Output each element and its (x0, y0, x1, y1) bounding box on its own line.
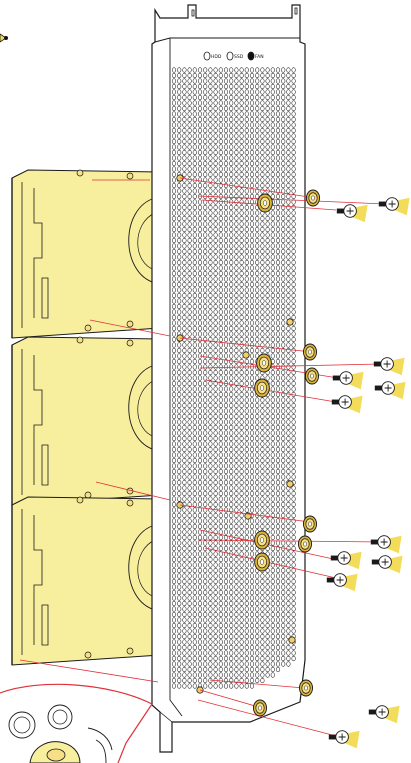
fan-led-label: FAN (255, 54, 264, 60)
screw-icon (330, 551, 362, 570)
grommet-icon (254, 530, 270, 550)
panel-mount-hole-icon (242, 351, 250, 359)
grommet-icon (298, 679, 314, 697)
screw-icon (371, 555, 403, 574)
screw-hole-icon (126, 320, 134, 328)
screw-icon (332, 371, 364, 390)
screw-icon (336, 204, 368, 223)
screw-hole-icon (76, 336, 84, 344)
grommet-icon (297, 535, 313, 553)
panel-mount-hole-icon (286, 480, 294, 488)
screw-hole-icon (126, 647, 134, 655)
grommet-icon (302, 343, 318, 361)
screw-hole-icon (126, 339, 134, 347)
detail-callout (0, 683, 153, 763)
screw-icon (378, 197, 410, 216)
grommet-icon (305, 189, 321, 207)
screw-icon (331, 395, 363, 414)
screw-icon (370, 535, 402, 554)
screw-icon (328, 730, 360, 749)
hard-drive (11, 336, 161, 506)
screw-hole-icon (84, 651, 92, 659)
grommet-icon (254, 552, 270, 572)
screw-hole-icon (84, 491, 92, 499)
screw-hole-icon (126, 172, 134, 180)
panel-led-labels: HDD SSD FAN (203, 51, 264, 61)
grommet-icon (252, 699, 268, 717)
mounting-panel (151, 4, 306, 753)
hdd-led-label: HDD (211, 54, 222, 60)
rubber-grommets (252, 189, 321, 717)
grommet-icon (304, 367, 320, 385)
grommet-icon (256, 353, 272, 373)
screw-icon (326, 573, 358, 592)
screw-hole-icon (76, 169, 84, 177)
screw-hole-icon (84, 324, 92, 332)
hard-drive-stack (11, 169, 161, 666)
grommet-icon (302, 515, 318, 533)
ventilation-hole-grid (171, 67, 296, 694)
panel-mount-hole-icon (288, 636, 296, 644)
top-left-screw-fragment (0, 33, 8, 43)
hard-drive (11, 496, 161, 666)
screw-hole-icon (126, 499, 134, 507)
grommet-icon (254, 378, 270, 398)
ssd-led-label: SSD (234, 54, 244, 60)
hard-drive (11, 169, 161, 339)
screw-hole-icon (76, 496, 84, 504)
grommet-icon (257, 193, 273, 213)
panel-mount-hole-icon (286, 318, 294, 326)
mounting-screws (326, 197, 410, 749)
screw-icon (373, 357, 405, 376)
screw-icon (374, 381, 406, 400)
screw-icon (368, 705, 400, 724)
